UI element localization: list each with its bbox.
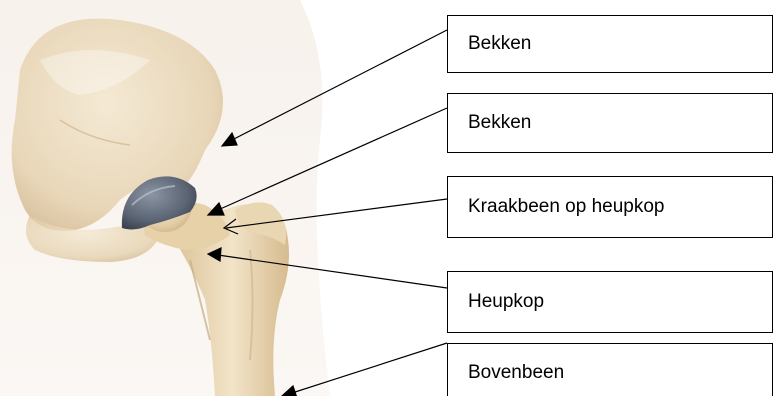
- label-thigh-bone: Bovenbeen: [447, 343, 773, 396]
- label-text: Heupkop: [468, 291, 544, 313]
- label-pelvis-lower: Bekken: [447, 93, 773, 153]
- label-text: Bovenbeen: [468, 362, 564, 384]
- label-femoral-head-cartilage: Kraakbeen op heupkop: [447, 176, 773, 238]
- label-text: Bekken: [468, 33, 531, 55]
- label-text: Kraakbeen op heupkop: [468, 196, 665, 218]
- label-text: Bekken: [468, 112, 531, 134]
- label-pelvis-upper: Bekken: [447, 15, 773, 73]
- label-femoral-head: Heupkop: [447, 271, 773, 333]
